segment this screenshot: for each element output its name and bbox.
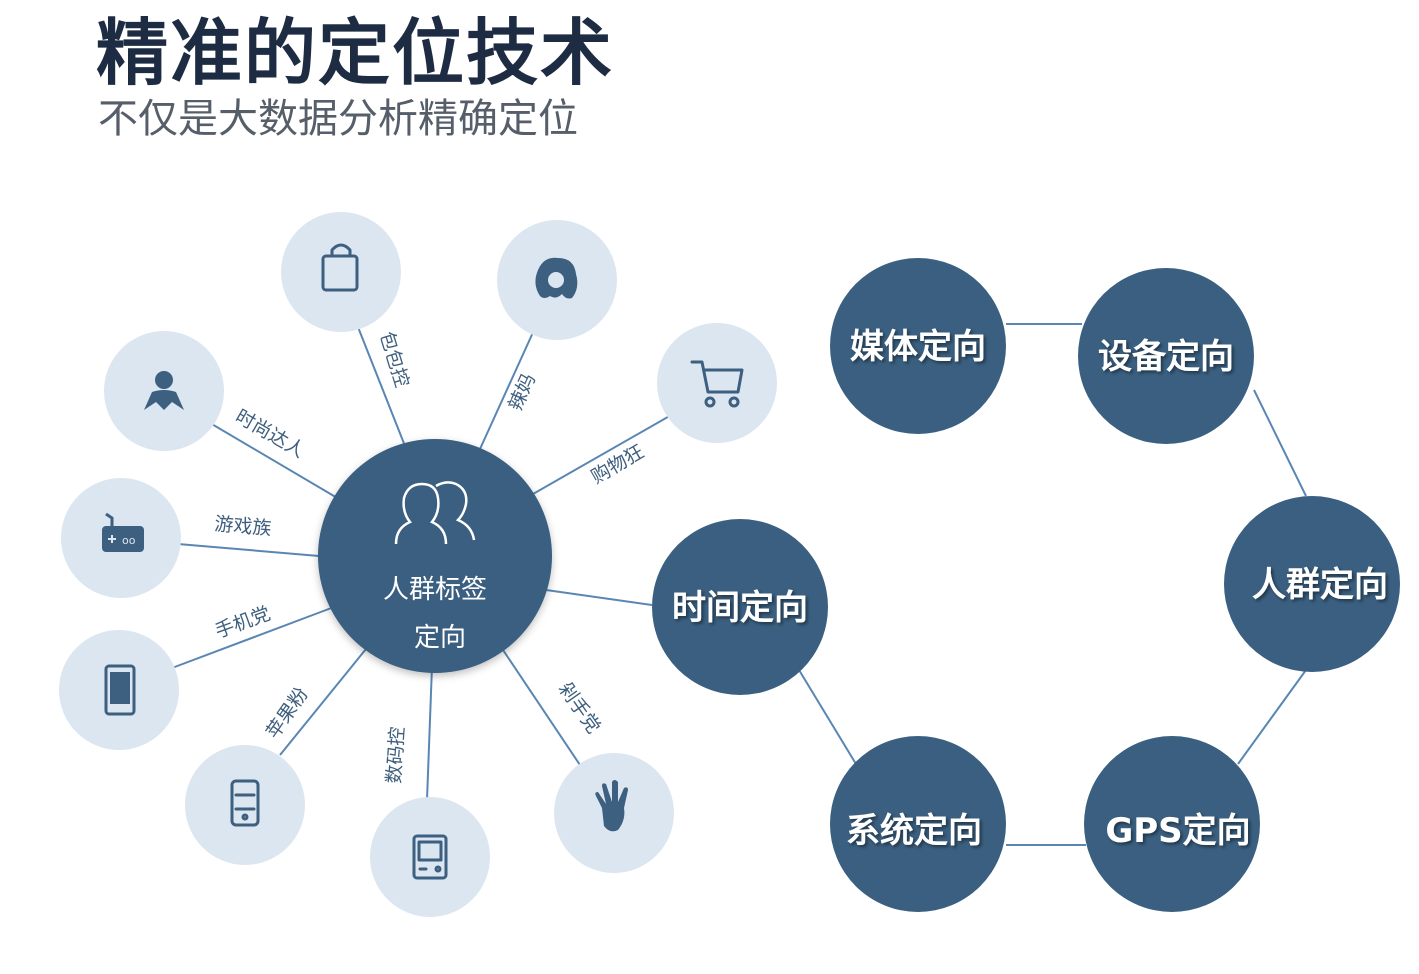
tag-label-fashion: 时尚达人 xyxy=(232,405,309,462)
tag-label-bag: 包包控 xyxy=(375,329,413,390)
handheld-device-icon xyxy=(412,834,448,880)
ring-node-system-label: 系统定向 xyxy=(846,811,982,851)
mobile-phone-icon xyxy=(104,664,136,716)
ring-node-time: 时间定向 xyxy=(652,519,828,695)
ring-node-device-label: 设备定向 xyxy=(1098,337,1234,377)
ring-node-time-label: 时间定向 xyxy=(672,588,808,628)
ring-connectors xyxy=(795,323,1307,846)
center-hub: 人群标签 定向 xyxy=(318,439,552,673)
ring-node-gps: GPS定向 xyxy=(1084,736,1260,912)
woman-face-icon xyxy=(535,257,578,299)
hub-connectors xyxy=(171,316,681,801)
ring-node-device: 设备定向 xyxy=(1078,268,1254,444)
tag-label-apple: 苹果粉 xyxy=(262,684,313,743)
tag-label-digital: 数码控 xyxy=(383,726,409,784)
ring-node-media: 媒体定向 xyxy=(830,258,1006,434)
ring-node-crowd-label: 人群定向 xyxy=(1252,565,1388,605)
fashion-person-icon xyxy=(144,371,184,410)
ring-node-crowd: 人群定向 xyxy=(1224,496,1400,672)
gamepad-icon: oo xyxy=(102,512,144,552)
page-subtitle: 不仅是大数据分析精确定位 xyxy=(98,96,578,142)
connector-device-crowd xyxy=(1253,389,1307,497)
connector-crowd-gps xyxy=(1237,669,1307,765)
tag-label-mom: 辣妈 xyxy=(504,370,540,414)
ring-node-gps-label: GPS定向 xyxy=(1105,811,1250,851)
shopping-cart-icon xyxy=(690,360,744,408)
tag-label-game: 游戏族 xyxy=(214,513,273,540)
connector-cart xyxy=(532,409,681,495)
iphone-icon xyxy=(230,779,260,827)
tag-label-cart: 购物狂 xyxy=(588,441,648,489)
connector-bag xyxy=(355,321,406,447)
tag-node-digital xyxy=(370,797,490,917)
connector-fashion xyxy=(204,419,340,500)
connector-game xyxy=(177,543,320,557)
connector-hand xyxy=(502,649,581,766)
center-hub-line2: 定向 xyxy=(414,623,466,653)
tag-node-apple xyxy=(185,745,305,865)
hand-icon xyxy=(595,780,628,832)
connector-apple xyxy=(279,648,367,756)
connector-system-time xyxy=(795,664,857,765)
ring-node-media-label: 媒体定向 xyxy=(850,327,986,367)
ring-nodes: 时间定向 媒体定向 设备定向 人群定向 GPS定向 系统定向 xyxy=(652,258,1400,912)
people-icon xyxy=(394,481,476,545)
center-hub-line1: 人群标签 xyxy=(383,575,487,605)
svg-text:oo: oo xyxy=(122,534,136,547)
connector-digital xyxy=(426,665,433,801)
tag-label-phone: 手机党 xyxy=(212,603,273,643)
tag-label-hand: 剁手党 xyxy=(554,678,605,737)
page-title: 精准的定位技术 xyxy=(96,11,615,95)
connector-mom xyxy=(479,316,541,450)
tag-node-bag xyxy=(281,212,401,332)
tag-node-cart xyxy=(657,323,777,443)
shopping-bag-icon xyxy=(321,243,359,292)
ring-node-system: 系统定向 xyxy=(830,736,1006,912)
connector-phone xyxy=(171,606,335,669)
